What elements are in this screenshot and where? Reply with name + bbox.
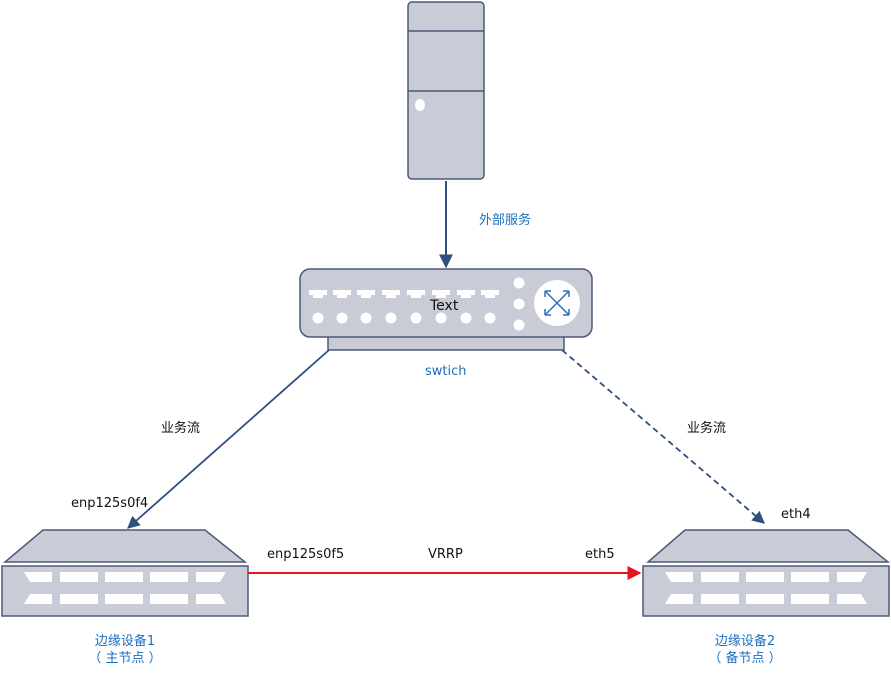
port-eth4-label: eth4 bbox=[781, 507, 811, 522]
edge-device-2-role-label: （ 备节点 ） bbox=[708, 651, 782, 666]
switch-edge1-link bbox=[127, 349, 330, 529]
port-enp125s0f5-label: enp125s0f5 bbox=[267, 547, 345, 562]
switch-port-leds bbox=[312, 277, 525, 331]
switch-text-label: Text bbox=[430, 298, 459, 314]
switch-edge2-link bbox=[561, 349, 765, 524]
switch-crossover-icon bbox=[534, 280, 580, 326]
switch-icon bbox=[299, 268, 593, 351]
port-enp125s0f4-label: enp125s0f4 bbox=[71, 496, 149, 511]
edge-device-2-icon bbox=[642, 529, 891, 617]
vrrp-label: VRRP bbox=[428, 547, 463, 562]
edge-device-2-label: 边缘设备2 bbox=[714, 634, 776, 649]
external-service-label: 外部服务 bbox=[479, 213, 532, 228]
business-flow-left-label: 业务流 bbox=[161, 421, 201, 436]
edge-device-1-icon bbox=[1, 529, 249, 617]
switch-ports bbox=[309, 290, 499, 298]
server-icon bbox=[407, 1, 485, 180]
edge-device-1-role-label: （ 主节点 ） bbox=[88, 651, 162, 666]
edge-device-1-label: 边缘设备1 bbox=[94, 634, 156, 649]
business-flow-right-label: 业务流 bbox=[687, 421, 727, 436]
port-eth5-label: eth5 bbox=[585, 547, 615, 562]
switch-name-label: swtich bbox=[425, 364, 467, 379]
